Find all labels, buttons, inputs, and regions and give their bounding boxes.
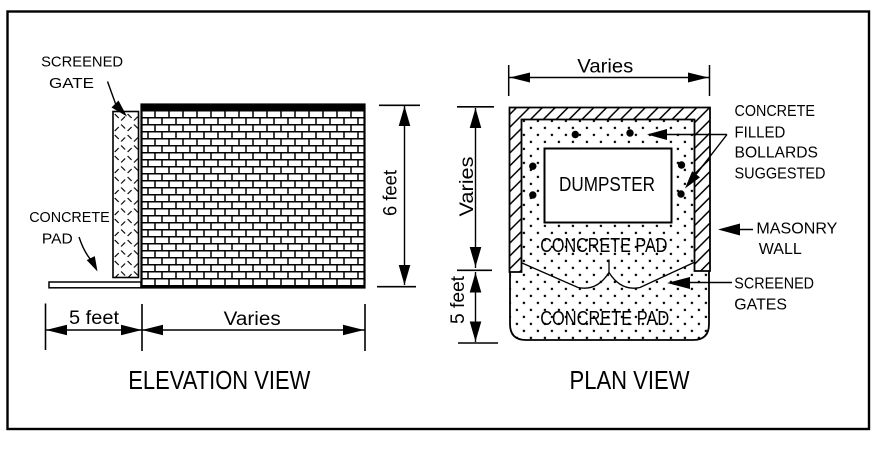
svg-text:6 feet: 6 feet xyxy=(381,169,402,216)
svg-text:CONCRETE PAD: CONCRETE PAD xyxy=(540,308,669,330)
svg-text:WALL: WALL xyxy=(759,241,802,258)
svg-text:Varies: Varies xyxy=(224,309,281,330)
svg-text:FILLED: FILLED xyxy=(735,124,786,141)
svg-text:MASONRY: MASONRY xyxy=(756,220,837,237)
svg-text:CONCRETE: CONCRETE xyxy=(29,209,110,226)
svg-text:BOLLARDS: BOLLARDS xyxy=(735,144,819,161)
svg-text:DUMPSTER: DUMPSTER xyxy=(559,174,655,196)
svg-text:GATES: GATES xyxy=(734,296,787,313)
svg-text:PLAN VIEW: PLAN VIEW xyxy=(570,365,690,395)
svg-text:SCREENED: SCREENED xyxy=(734,275,814,292)
svg-text:SUGGESTED: SUGGESTED xyxy=(735,166,826,183)
svg-text:CONCRETE PAD: CONCRETE PAD xyxy=(540,235,667,257)
svg-text:SCREENED: SCREENED xyxy=(41,54,123,71)
svg-text:5 feet: 5 feet xyxy=(448,275,469,324)
svg-text:Varies: Varies xyxy=(577,57,633,78)
svg-text:5 feet: 5 feet xyxy=(69,308,120,329)
svg-text:ELEVATION VIEW: ELEVATION VIEW xyxy=(128,365,310,395)
svg-text:GATE: GATE xyxy=(49,75,94,92)
svg-text:PAD: PAD xyxy=(42,230,73,247)
svg-text:Varies: Varies xyxy=(457,157,478,217)
svg-text:CONCRETE: CONCRETE xyxy=(735,103,815,120)
